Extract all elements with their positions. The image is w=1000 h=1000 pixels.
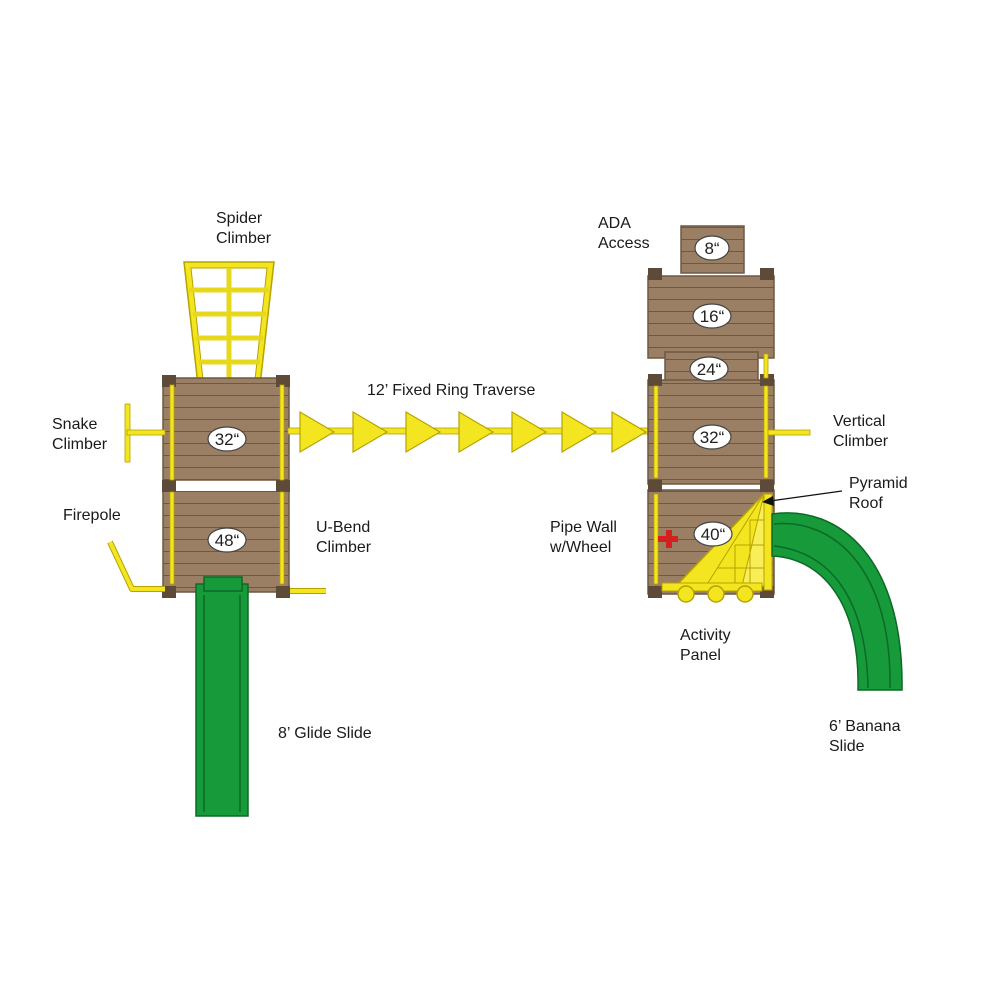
deck-height-ada: 8“ xyxy=(694,235,730,261)
deck-height-left-upper: 32“ xyxy=(207,426,247,452)
post xyxy=(162,586,176,598)
svg-text:32“: 32“ xyxy=(215,430,240,449)
banana-slide xyxy=(771,512,903,691)
post xyxy=(276,586,290,598)
svg-text:32“: 32“ xyxy=(700,428,725,447)
snake-climber xyxy=(124,403,166,463)
traverse-ring xyxy=(458,410,495,454)
svg-text:48“: 48“ xyxy=(215,531,240,550)
post xyxy=(760,374,774,386)
label-banana-slide: 6’ Banana Slide xyxy=(829,718,905,755)
activity-wheel xyxy=(736,585,754,603)
traverse-ring xyxy=(511,410,548,454)
deck-height-24: 24“ xyxy=(689,356,729,382)
firepole xyxy=(107,540,326,594)
label-spider-climber: Spider Climber xyxy=(216,210,272,247)
post xyxy=(760,480,774,492)
label-activity-panel: Activity Panel xyxy=(680,627,735,664)
activity-panel xyxy=(661,582,763,603)
label-pyramid-roof: Pyramid Roof xyxy=(849,475,912,512)
label-firepole: Firepole xyxy=(63,507,121,524)
label-glide-slide: 8’ Glide Slide xyxy=(278,725,372,742)
svg-text:8“: 8“ xyxy=(704,239,719,258)
traverse-ring xyxy=(561,410,598,454)
label-snake-climber: Snake Climber xyxy=(52,416,108,453)
activity-wheel xyxy=(677,585,695,603)
post xyxy=(648,586,662,598)
deck-height-40: 40“ xyxy=(693,521,733,547)
svg-text:40“: 40“ xyxy=(701,525,726,544)
post xyxy=(162,375,176,387)
spider-climber-net xyxy=(183,261,275,386)
label-ubend-climber: U-Bend Climber xyxy=(316,519,375,556)
post xyxy=(276,375,290,387)
pipe-wall-wheel-icon xyxy=(658,530,678,548)
pyramid-roof-arrow xyxy=(762,490,843,506)
post xyxy=(648,480,662,492)
left-tower-deck xyxy=(162,375,290,598)
post xyxy=(162,480,176,492)
activity-wheel xyxy=(707,585,725,603)
traverse-ring xyxy=(352,410,389,454)
label-ring-traverse: 12’ Fixed Ring Traverse xyxy=(367,382,535,399)
label-ada-access: ADA Access xyxy=(598,215,650,252)
vertical-climber xyxy=(767,429,811,436)
label-vertical-climber: Vertical Climber xyxy=(833,413,890,450)
svg-text:24“: 24“ xyxy=(697,360,722,379)
deck-height-32: 32“ xyxy=(692,424,732,450)
post xyxy=(760,268,774,280)
glide-slide xyxy=(195,576,249,817)
deck-height-left-lower: 48“ xyxy=(207,527,247,553)
ring-traverse xyxy=(287,410,653,454)
post xyxy=(648,268,662,280)
traverse-ring xyxy=(299,410,336,454)
traverse-ring xyxy=(405,410,442,454)
svg-text:16“: 16“ xyxy=(700,307,725,326)
traverse-ring xyxy=(611,410,648,454)
post xyxy=(276,480,290,492)
post xyxy=(648,374,662,386)
label-pipe-wall: Pipe Wall w/Wheel xyxy=(549,519,621,556)
deck-height-16: 16“ xyxy=(692,303,732,329)
